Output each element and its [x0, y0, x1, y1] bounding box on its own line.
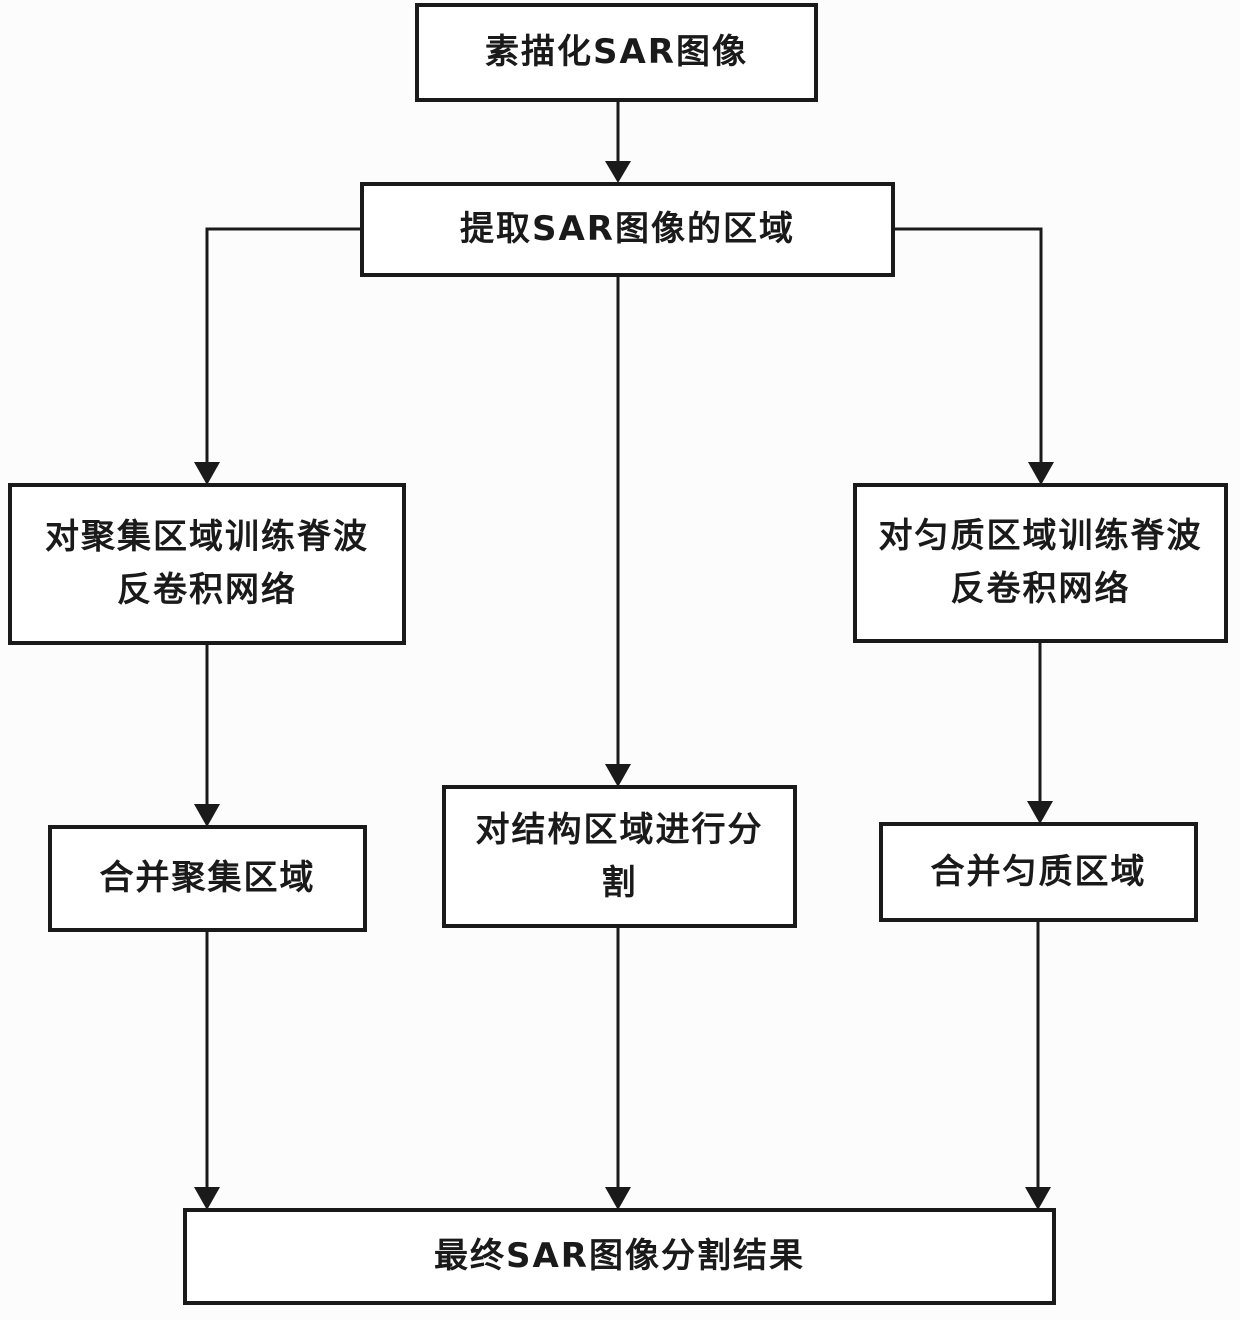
arrowhead-mid-into-final — [605, 1187, 631, 1210]
node-merge-aggregate-label: 合并聚集区域 — [99, 858, 316, 899]
node-train-aggregate-label-line2: 反卷积网络 — [117, 570, 297, 610]
node-train-homogeneous-label-line1: 对匀质区域训练脊波 — [878, 516, 1203, 557]
node-final-result-label: 最终SAR图像分割结果 — [434, 1236, 805, 1277]
node-segment-structure-label-line1: 对结构区域进行分 — [475, 809, 764, 850]
node-train-aggregate-regions: 对聚集区域训练脊波 反卷积网络 — [8, 483, 406, 645]
node-merge-homogeneous-regions: 合并匀质区域 — [879, 822, 1198, 922]
arrowhead-into-merge-aggregate — [194, 804, 220, 827]
arrowhead-left-into-final — [194, 1187, 220, 1210]
node-final-segmentation-result: 最终SAR图像分割结果 — [183, 1208, 1056, 1305]
node-segment-structure-label-line2: 割 — [601, 862, 638, 903]
node-extract-sar-regions: 提取SAR图像的区域 — [360, 182, 895, 277]
arrowhead-into-extract — [605, 161, 631, 183]
arrowhead-into-segment-structure — [605, 764, 631, 787]
node-train-homogeneous-regions: 对匀质区域训练脊波 反卷积网络 — [853, 483, 1228, 643]
node-sketch-label: 素描化SAR图像 — [485, 32, 748, 73]
edge-extract-train-homogeneous — [895, 227, 1043, 469]
node-train-homogeneous-label-line2: 反卷积网络 — [950, 569, 1131, 609]
edge-extract-train-aggregate — [205, 227, 360, 469]
node-merge-homogeneous-label: 合并匀质区域 — [930, 851, 1147, 892]
node-merge-aggregate-regions: 合并聚集区域 — [48, 825, 367, 932]
arrowhead-into-merge-homogeneous — [1027, 801, 1053, 824]
node-sketch-sar-image: 素描化SAR图像 — [415, 3, 818, 102]
connector-arrowheads — [194, 161, 1054, 1210]
node-extract-label: 提取SAR图像的区域 — [460, 209, 795, 250]
node-train-aggregate-label-line1: 对聚集区域训练脊波 — [45, 517, 369, 558]
connector-lines — [205, 100, 1043, 1194]
arrowhead-into-train-homogeneous — [1028, 462, 1054, 485]
node-segment-structure-regions: 对结构区域进行分 割 — [442, 785, 797, 928]
arrowhead-into-train-aggregate — [194, 462, 220, 485]
arrowhead-right-into-final — [1025, 1187, 1051, 1210]
